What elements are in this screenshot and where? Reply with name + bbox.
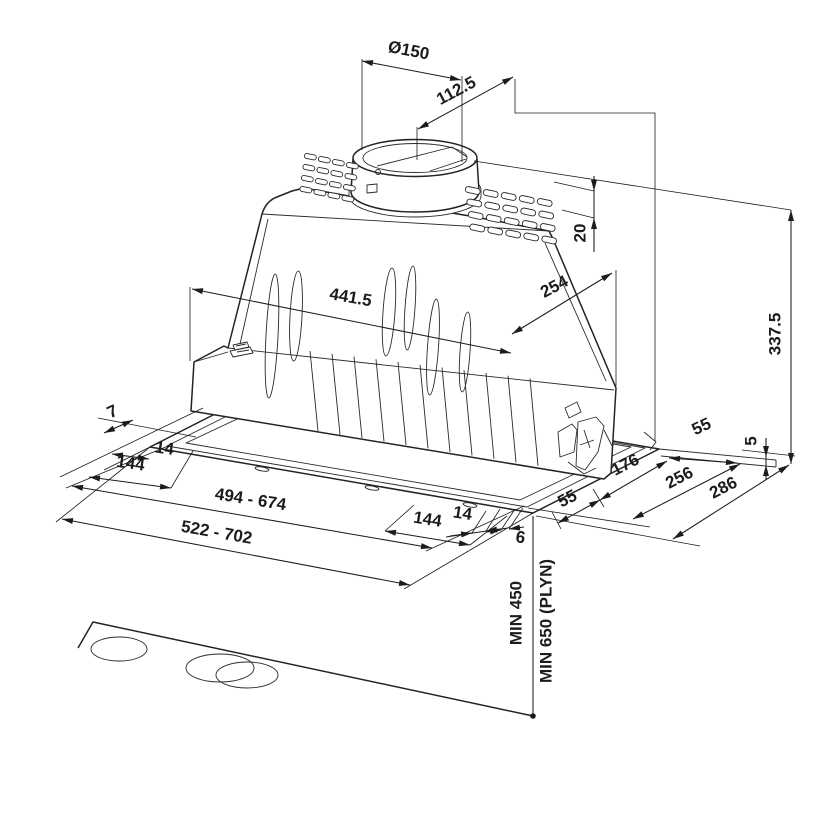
dim-left-14-label: 14 [154, 438, 176, 460]
dim-rear-55-label: 55 [689, 414, 714, 439]
louver-fin [484, 201, 501, 211]
dim-cutout-width-label: 494 - 674 [214, 484, 288, 514]
dim-left-14: 14 [103, 438, 176, 471]
filter-vane-line [507, 375, 517, 463]
duct-collar [348, 138, 482, 218]
louver-fin [344, 173, 358, 181]
dim-flange-lip: 5 [742, 436, 769, 480]
louver-fin [469, 223, 486, 233]
dim-duct-offset-label: 112.5 [433, 72, 479, 108]
louver-fin [314, 178, 328, 186]
filter-vane-line [463, 370, 473, 456]
filter-vane-line [375, 359, 385, 442]
louver-fin [331, 159, 345, 167]
louver-grid-right [464, 186, 558, 245]
louver-fin [487, 226, 504, 236]
louver-fin [345, 162, 359, 170]
filter-vane-line [441, 367, 451, 452]
louver-fin [520, 207, 537, 217]
louver-fin [464, 186, 481, 195]
dim-left-7-label: 7 [104, 401, 121, 422]
louver-fin [317, 156, 331, 164]
louver-grid-left [299, 153, 359, 203]
dim-min-heights: MIN 450 MIN 650 (PLYN) [507, 516, 556, 715]
dim-flange-lip-label: 5 [742, 436, 761, 445]
louver-fin [485, 214, 502, 223]
louver-fin [482, 189, 499, 198]
dim-louver-height: 20 [553, 176, 597, 252]
dim-louver-height-label: 20 [571, 224, 590, 243]
louver-fin [500, 192, 517, 201]
dim-depth-55-front: 55 [551, 486, 605, 530]
reference-point [530, 713, 536, 719]
louver-fin [466, 198, 483, 208]
louver-fin [342, 184, 356, 192]
mounting-bracket [557, 401, 657, 475]
louver-fin [536, 198, 553, 207]
dim-depth-286-label: 286 [706, 473, 740, 503]
louver-fin [541, 235, 558, 245]
filter-vane-line [419, 364, 429, 449]
filter-vane-line [353, 356, 363, 439]
dim-total-height-label: 337.5 [766, 313, 785, 356]
dim-bottom-6: 6 [486, 507, 527, 547]
dim-min-gas-label: MIN 650 (PLYN) [537, 559, 556, 683]
louver-fin [302, 164, 316, 172]
louver-fin [518, 195, 535, 204]
louver-fin [467, 211, 484, 220]
dim-depth-256-label: 256 [662, 463, 696, 493]
louver-fin [300, 175, 314, 183]
louver-fin [328, 181, 342, 189]
filter-vane-line [331, 353, 341, 435]
louver-fin [330, 170, 344, 178]
dim-total-height: 337.5 [473, 160, 796, 464]
louver-fin [316, 167, 330, 175]
louver-fin [327, 192, 341, 200]
dim-bottom-6-label: 6 [514, 527, 526, 547]
louver-fin [539, 223, 556, 232]
louver-fin [523, 232, 540, 242]
louver-fin [299, 186, 313, 194]
dim-duct-diameter-label: Ø150 [386, 37, 430, 64]
louver-fin [502, 204, 519, 214]
louver-fin [503, 217, 520, 226]
filter-vane-line [485, 372, 495, 459]
filter-vanes [309, 350, 539, 466]
dim-min-electric-label: MIN 450 [507, 581, 526, 645]
louver-fin [341, 195, 355, 203]
louver-fin [505, 229, 522, 239]
dim-bottom-144-label: 144 [412, 508, 444, 531]
filter-vane-line [397, 361, 407, 446]
louver-fin [521, 220, 538, 229]
louver-fin [303, 153, 317, 161]
filter-vane-line [529, 378, 539, 466]
louver-fin [538, 210, 555, 220]
cooktop [77, 621, 536, 719]
louver-fin [313, 189, 327, 197]
hood-body [149, 138, 777, 514]
dim-bottom-14-label: 14 [452, 502, 474, 524]
filter-vane-line [309, 350, 319, 432]
